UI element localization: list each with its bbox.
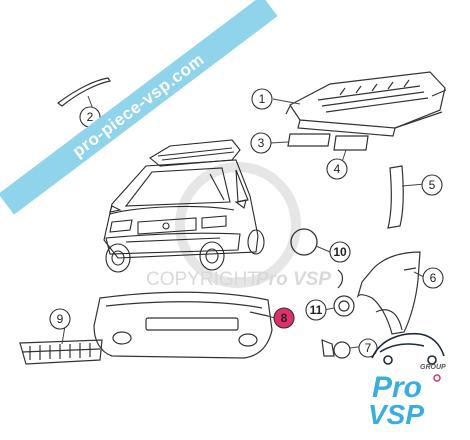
callout-8-label: 8	[281, 311, 288, 325]
callout-10: 10	[329, 241, 351, 263]
logo-pro-text: Pro	[372, 371, 422, 404]
roof-strip-icon	[56, 77, 111, 107]
car-drawing-icon	[103, 139, 265, 273]
logo-group-text: GROUP	[420, 364, 446, 371]
callout-7-label: 7	[365, 341, 372, 355]
callout-8: 8	[273, 307, 295, 329]
callout-4: 4	[326, 158, 348, 180]
callout-11: 11	[305, 299, 327, 321]
callout-3: 3	[250, 132, 272, 154]
logo-accent-dot	[433, 374, 441, 382]
roof-rack-icon	[285, 71, 447, 137]
logo-vsp-text: VSP	[368, 399, 424, 430]
watermark-copyright: COPYRIGHT	[146, 269, 259, 290]
pro-vsp-logo: GROUP Pro VSP	[368, 332, 446, 430]
watermark-brand: Pro VSP	[256, 269, 331, 290]
ring-icon	[290, 228, 318, 256]
callout-2-label: 2	[87, 110, 94, 124]
callout-7: 7	[358, 338, 378, 358]
callout-11-label: 11	[310, 303, 323, 317]
logo-car-icon	[371, 332, 445, 365]
cap-and-clip-icon	[321, 339, 351, 359]
callout-6: 6	[422, 267, 444, 289]
callout-9-label: 9	[57, 312, 64, 326]
ribbon-band	[0, 0, 278, 215]
callout-10-label: 10	[333, 245, 347, 259]
callout-3-label: 3	[258, 136, 265, 150]
callout-5-label: 5	[429, 178, 436, 192]
callout-1-label: 1	[259, 92, 266, 106]
callout-5: 5	[421, 174, 443, 196]
fender-icon	[356, 251, 421, 335]
decal-plates-icon	[287, 133, 369, 151]
callout-1: 1	[251, 88, 273, 110]
callout-6-label: 6	[430, 271, 437, 285]
callout-9: 9	[49, 308, 71, 330]
bumper-icon	[93, 291, 273, 359]
grille-icon	[19, 339, 103, 365]
callout-4-label: 4	[334, 162, 341, 176]
side-molding-icon	[387, 165, 404, 229]
fog-lamp-icon	[333, 269, 355, 317]
website-ribbon: pro-piece-vsp.com	[0, 0, 278, 215]
watermark-circle-icon	[175, 162, 301, 288]
